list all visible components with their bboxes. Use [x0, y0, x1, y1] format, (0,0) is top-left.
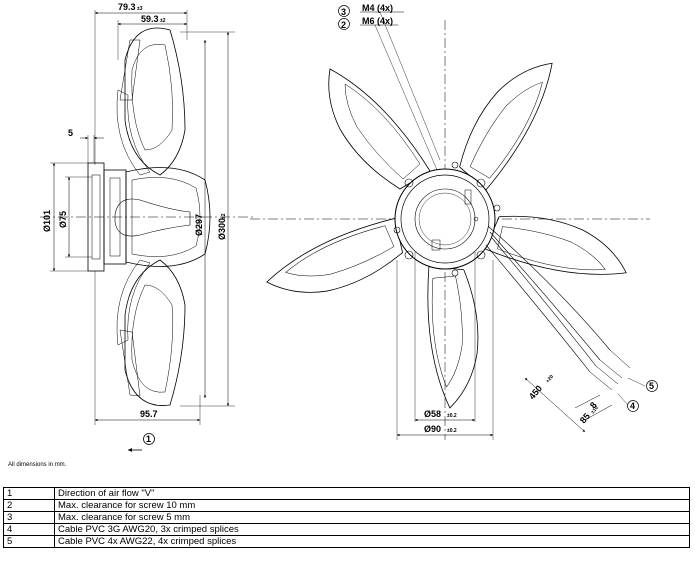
legend-table: 1 Direction of air flow "V" 2 Max. clear…	[3, 487, 690, 548]
dim-length-957: 95.7	[140, 409, 158, 419]
dim-hub-inner-tol: ±0.2	[447, 413, 457, 419]
front-view	[250, 5, 658, 440]
dim-hub-inner: Ø58	[424, 409, 441, 419]
callout-num-4: 4	[630, 401, 635, 411]
dim-dia-75: Ø75	[58, 211, 68, 228]
legend-text: Direction of air flow "V"	[54, 487, 690, 500]
legend-num: 2	[3, 499, 55, 512]
callout-airflow: 1	[146, 434, 151, 444]
legend-text: Cable PVC 3G AWG20, 3x crimped splices	[54, 523, 690, 536]
dim-overall-depth-tol: ±3	[137, 6, 143, 12]
callout-num-3: 3	[341, 7, 346, 17]
dim-dia-101: Ø101	[42, 210, 52, 232]
dim-dia-blade: Ø300	[217, 218, 227, 240]
legend-num: 4	[3, 523, 55, 536]
dim-hub-outer-tol: ±0.2	[447, 428, 457, 434]
dim-cable-length-tol: +20	[545, 374, 555, 385]
legend-text: Max. clearance for screw 5 mm	[54, 511, 690, 524]
table-row: 1 Direction of air flow "V"	[3, 487, 690, 500]
dim-dia-blade-tol: ±2	[221, 213, 227, 219]
table-row: 5 Cable PVC 4x AWG22, 4x crimped splices	[3, 535, 690, 548]
dim-mount-depth: 59.3	[141, 14, 159, 24]
legend-num: 5	[3, 535, 55, 548]
callout-num-5: 5	[649, 381, 654, 391]
units-note: All dimensions in mm.	[8, 462, 67, 468]
dim-overall-depth: 79.3	[118, 2, 136, 12]
dim-dia-297: Ø297	[194, 214, 204, 236]
dim-plate: 5	[68, 128, 73, 138]
legend-num: 3	[3, 511, 55, 524]
dim-strip-85: 85	[578, 411, 592, 425]
dim-cable-length: 450	[527, 383, 544, 401]
table-row: 3 Max. clearance for screw 5 mm	[3, 511, 690, 524]
table-row: 4 Cable PVC 3G AWG20, 3x crimped splices	[3, 523, 690, 536]
dim-strip-8: 8	[588, 400, 599, 410]
side-view	[40, 10, 255, 452]
legend-text: Max. clearance for screw 10 mm	[54, 499, 690, 512]
dim-mount-depth-tol: ±2	[160, 18, 166, 24]
legend-text: Cable PVC 4x AWG22, 4x crimped splices	[54, 535, 690, 548]
callout-num-2: 2	[341, 20, 346, 30]
technical-drawing: 79.3 ±3 59.3 ±2 5 Ø101 Ø75 Ø297 Ø300 ±2 …	[40, 2, 658, 452]
callout-label-m4: M4 (4x)	[362, 3, 393, 13]
legend-num: 1	[3, 487, 55, 500]
table-row: 2 Max. clearance for screw 10 mm	[3, 499, 690, 512]
dim-hub-outer: Ø90	[424, 424, 441, 434]
callout-label-m6: M6 (4x)	[362, 16, 393, 26]
dim-strip-85-tol: ±10	[590, 405, 600, 415]
